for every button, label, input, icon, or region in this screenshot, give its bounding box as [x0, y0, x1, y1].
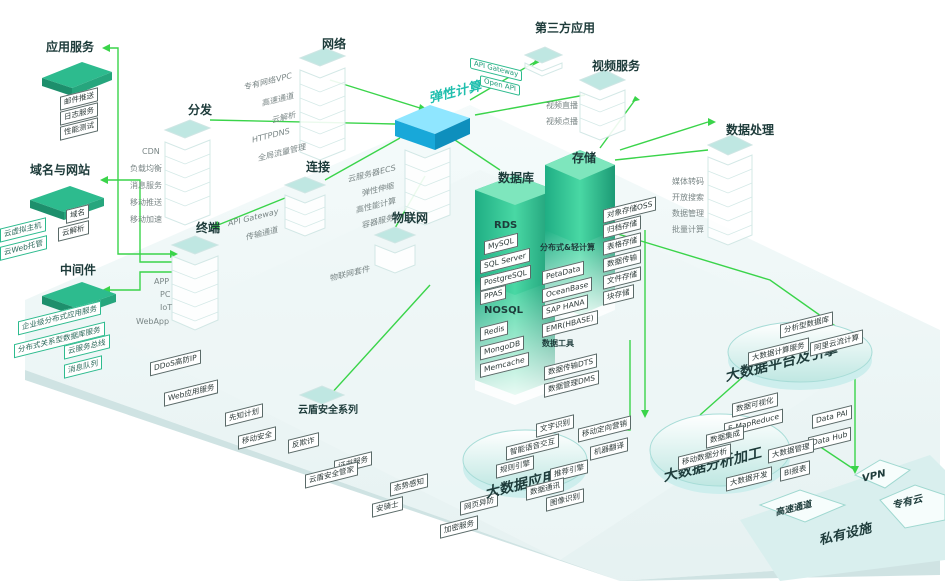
distribution-item-5: 移动加速	[130, 215, 162, 224]
security-title: 云盾安全系列	[298, 405, 358, 416]
distribution-title: 分发	[188, 103, 213, 117]
app-service-title: 应用服务	[46, 40, 95, 54]
terminal-item-1: APP	[154, 277, 170, 286]
data-processing-item-3: 数据管理	[672, 209, 704, 218]
line-mw-terminal	[110, 271, 172, 291]
app-service-stack	[42, 62, 112, 96]
line-platform-analysis	[699, 374, 746, 416]
data-processing-item-2: 开放搜索	[672, 193, 704, 202]
distribution-item-1: CDN	[142, 147, 160, 156]
db-rds-title: RDS	[494, 220, 518, 231]
line-domain-terminal	[108, 179, 172, 263]
rack-stacks	[163, 46, 754, 405]
video-item-2: 视频点播	[546, 117, 578, 126]
private-pads	[758, 459, 945, 529]
connection-title: 连接	[306, 160, 331, 174]
terminal-item-3: IoT	[160, 303, 173, 312]
line-video-elastic	[474, 94, 586, 116]
terminal-item-4: WebApp	[136, 317, 170, 326]
db-tools-title: 数据工具	[542, 339, 574, 348]
distribution-item-2: 负载均衡	[130, 164, 162, 173]
video-title: 视频服务	[592, 59, 641, 73]
line-storage-dp	[619, 121, 709, 151]
rack-slots	[164, 81, 753, 322]
storage-title: 存储	[572, 151, 597, 165]
data-processing-item-1: 媒体转码	[672, 177, 704, 186]
domain-title: 域名与网站	[30, 163, 91, 177]
network-title: 网络	[322, 37, 347, 51]
db-nosql-title: NOSQL	[484, 305, 523, 316]
db-dist-title: 分布式&轻计算	[540, 243, 595, 252]
iot-title: 物联网	[392, 211, 429, 225]
third-party-title: 第三方应用	[535, 21, 596, 35]
private-base	[740, 455, 945, 581]
line-storage-dp2	[614, 149, 709, 161]
terminal-item-2: PC	[160, 290, 171, 299]
data-processing-item-4: 批量计算	[672, 225, 704, 234]
middleware-title: 中间件	[60, 263, 97, 277]
line-conn-terminal	[217, 197, 286, 226]
distribution-item-4: 移动推送	[130, 198, 162, 207]
database-title: 数据库	[498, 171, 535, 185]
line-elastic-security	[329, 284, 431, 396]
data-processing-title: 数据处理	[726, 123, 775, 137]
elastic-block	[395, 105, 470, 150]
terminal-title: 终端	[196, 221, 221, 235]
line-elastic-db	[454, 139, 501, 171]
line-conn-elastic	[324, 137, 401, 181]
distribution-item-3: 消息服务	[130, 181, 162, 190]
line-app-terminal	[110, 47, 170, 255]
video-item-1: 视频直播	[546, 101, 578, 110]
